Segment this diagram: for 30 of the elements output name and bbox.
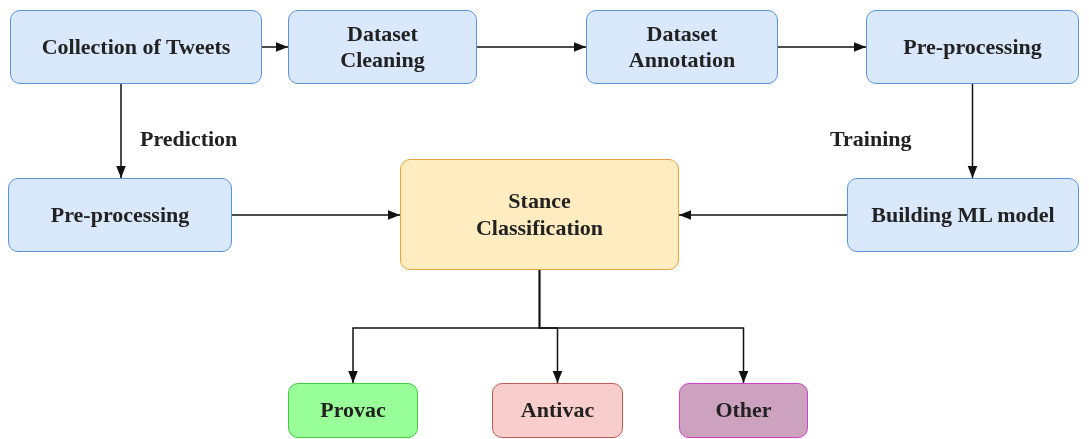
process-box — [679, 383, 808, 438]
box-label: Other — [715, 397, 772, 424]
box-label: Dataset Annotation — [627, 20, 737, 74]
process-box — [10, 10, 262, 84]
process-box — [586, 10, 778, 84]
process-box — [492, 383, 623, 438]
process-box — [288, 10, 477, 84]
box-label: Building ML model — [871, 201, 1055, 229]
arrow — [777, 42, 867, 52]
process-box — [847, 178, 1079, 252]
box-label: Stance Classification — [474, 188, 605, 241]
box-label: Pre-processing — [50, 201, 190, 229]
edge-label: Prediction — [140, 126, 238, 152]
process-box — [400, 159, 679, 270]
edge-label: Training — [830, 126, 912, 152]
process-box — [288, 383, 418, 438]
box-label: Antivac — [520, 397, 595, 424]
box-label: Collection of Tweets — [41, 33, 231, 61]
arrow — [538, 269, 749, 384]
arrow — [231, 210, 401, 220]
arrow — [967, 83, 978, 179]
arrow — [476, 42, 587, 52]
box-label: Dataset Cleaning — [339, 20, 426, 74]
box-label: Provac — [320, 397, 386, 424]
arrow — [678, 210, 848, 220]
box-label: Pre-processing — [903, 33, 1042, 61]
arrow — [261, 42, 289, 52]
arrow — [116, 83, 126, 179]
process-box — [8, 178, 232, 252]
process-box — [866, 10, 1079, 84]
